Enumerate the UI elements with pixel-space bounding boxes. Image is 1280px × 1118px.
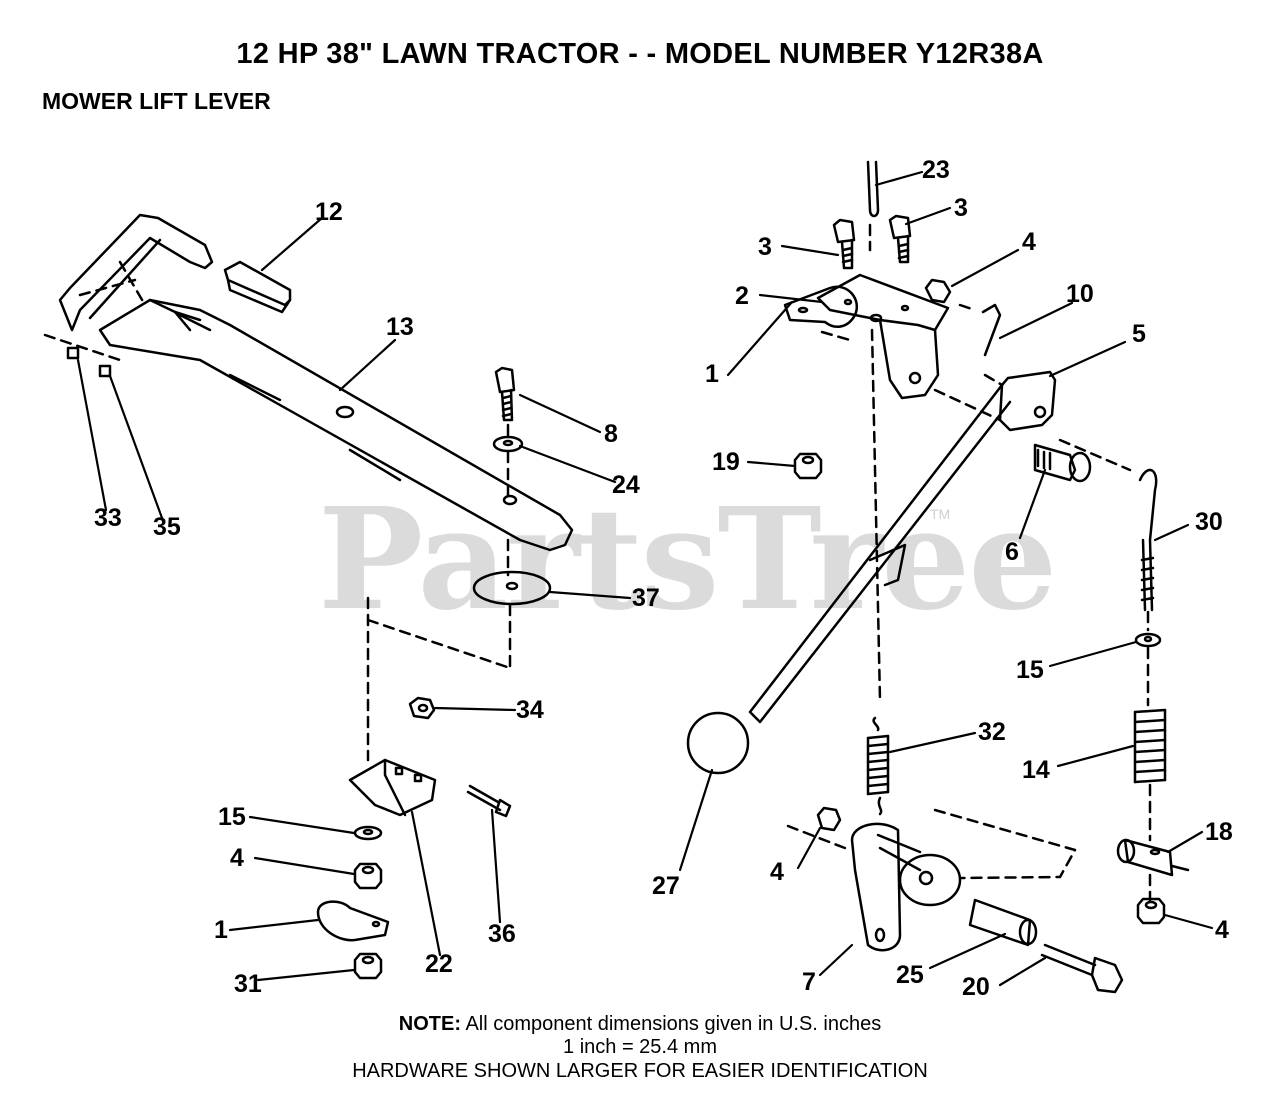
callout-34: 34 <box>516 696 544 724</box>
callout-23: 23 <box>922 156 950 184</box>
callout-4-mid: 4 <box>770 858 784 886</box>
washer-part-15-right <box>1134 632 1162 648</box>
callout-10: 10 <box>1066 280 1094 308</box>
clip-part-1-left <box>316 900 390 942</box>
callout-20: 20 <box>962 973 990 1001</box>
bracket-part-2 <box>816 273 950 400</box>
callout-4-top: 4 <box>1022 228 1036 256</box>
note-label: NOTE: <box>398 1013 461 1035</box>
callout-31: 31 <box>234 970 262 998</box>
washer-part-24 <box>492 435 524 453</box>
bolt-part-8 <box>494 366 516 422</box>
section-title: MOWER LIFT LEVER <box>42 88 271 114</box>
alignment-lines-left-top <box>43 260 147 362</box>
nut-part-4-left <box>353 862 383 890</box>
bolt-part-36 <box>466 784 512 818</box>
arm-part-7 <box>850 822 962 952</box>
bolt-part-3-left <box>832 218 856 270</box>
callout-4-lower-left: 4 <box>230 844 244 872</box>
callout-6: 6 <box>1005 538 1019 566</box>
callout-15-right: 15 <box>1016 656 1044 684</box>
nut-part-31 <box>353 952 383 980</box>
spring-part-14 <box>1133 708 1167 784</box>
watermark-trademark: TM <box>930 506 951 522</box>
nut-part-34 <box>408 696 436 720</box>
callout-19: 19 <box>712 448 740 476</box>
bolt-part-20 <box>1040 943 1124 994</box>
knob-part-27 <box>686 711 750 775</box>
callout-3-right: 3 <box>954 194 968 222</box>
callout-22: 22 <box>425 950 453 978</box>
cotter-pin-part-10 <box>981 303 1002 357</box>
callout-3-left: 3 <box>758 233 772 261</box>
bracket-part-22 <box>348 758 437 817</box>
lift-handle-part-5 <box>748 370 1057 724</box>
alignment-lines-left-mid <box>366 423 512 762</box>
note-conversion: 1 inch = 25.4 mm <box>563 1036 717 1058</box>
rod-part-30 <box>1138 468 1158 612</box>
callout-30: 30 <box>1195 508 1223 536</box>
callout-4-lower-right: 4 <box>1215 916 1229 944</box>
washer-part-37 <box>472 570 552 606</box>
grip-part-12 <box>223 260 292 314</box>
note-line-1: NOTE: All component dimensions given in … <box>0 1013 1280 1036</box>
callout-2: 2 <box>735 282 749 310</box>
lift-lever-part-13 <box>58 213 574 552</box>
note-dimensions: All component dimensions given in U.S. i… <box>465 1013 882 1035</box>
callout-15-left: 15 <box>218 803 246 831</box>
washer-part-15-left <box>353 825 383 841</box>
callout-13: 13 <box>386 313 414 341</box>
callout-27: 27 <box>652 872 680 900</box>
callout-14: 14 <box>1022 756 1050 784</box>
clip-part-1-top <box>783 285 858 328</box>
note-hardware: HARDWARE SHOWN LARGER FOR EASIER IDENTIF… <box>352 1060 928 1082</box>
callout-18: 18 <box>1205 818 1233 846</box>
callout-37: 37 <box>632 584 660 612</box>
callout-1-lower: 1 <box>214 916 228 944</box>
nut-part-4-mid <box>816 806 842 832</box>
watermark: PartsTree <box>318 478 1057 642</box>
callout-8: 8 <box>604 420 618 448</box>
pin-part-6 <box>1033 443 1092 483</box>
sleeve-part-25 <box>968 898 1038 947</box>
callout-5: 5 <box>1132 320 1146 348</box>
spring-part-32 <box>866 716 890 816</box>
nut-part-4-top <box>924 278 952 304</box>
leader-lines <box>76 170 1214 987</box>
alignment-lines-right <box>786 223 1152 902</box>
trunnion-part-18 <box>1116 838 1190 877</box>
callout-12: 12 <box>315 198 343 226</box>
bolt-part-3-right <box>888 214 912 264</box>
rivets-part-33-35 <box>66 346 112 378</box>
nut-part-19 <box>793 452 823 480</box>
callout-35: 35 <box>153 513 181 541</box>
page-title: 12 HP 38" LAWN TRACTOR - - MODEL NUMBER … <box>236 38 1044 70</box>
callout-32: 32 <box>978 718 1006 746</box>
callout-7: 7 <box>802 968 816 996</box>
callout-33: 33 <box>94 504 122 532</box>
callout-1-top: 1 <box>705 360 719 388</box>
nut-part-4-right <box>1136 897 1166 925</box>
callout-36: 36 <box>488 920 516 948</box>
callout-25: 25 <box>896 961 924 989</box>
cotter-pin-part-23 <box>866 160 880 218</box>
callout-24: 24 <box>612 471 640 499</box>
